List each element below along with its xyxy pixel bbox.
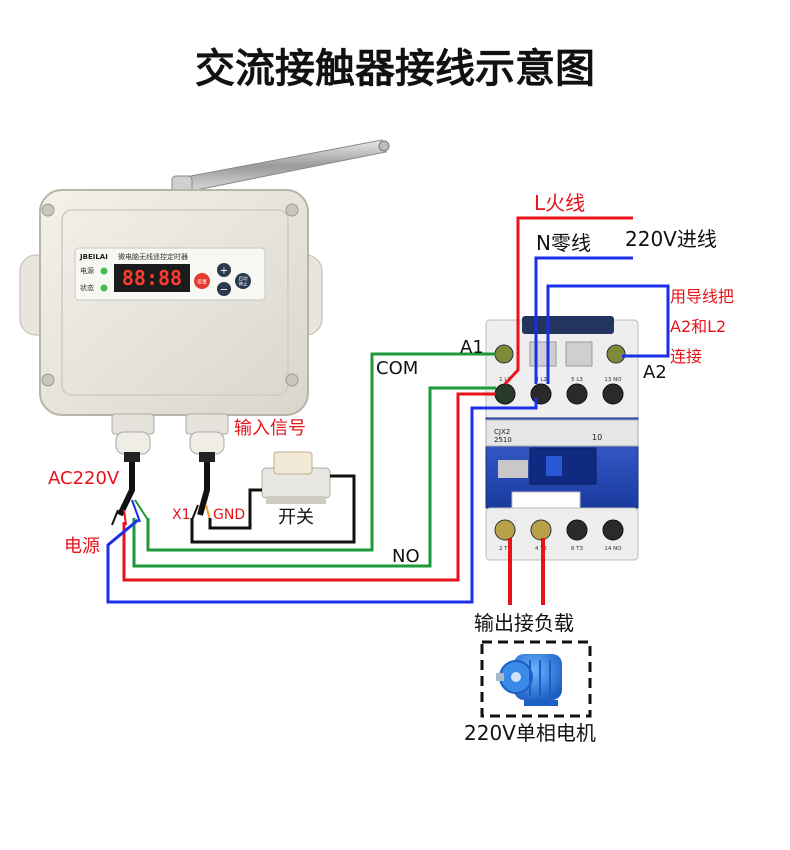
screw-icon [285, 373, 299, 387]
antenna [179, 139, 387, 193]
label-jumper-note-1: 用导线把 [670, 287, 734, 306]
contactor: CJX2 2510 10 1 L1 3 L2 5 L3 13 NO 2 T1 4… [485, 316, 639, 561]
label-incoming-220v: 220V进线 [625, 227, 717, 251]
screw-icon [285, 203, 299, 217]
power-cable [117, 462, 135, 517]
terminal-label: 6 T3 [571, 546, 584, 552]
label-l-live: L火线 [534, 191, 585, 215]
label-no: NO [392, 546, 420, 567]
set-button[interactable] [194, 273, 210, 289]
wire-power-neutral [106, 398, 538, 604]
terminal-14no[interactable] [602, 519, 624, 541]
terminal-a2[interactable] [606, 344, 626, 364]
terminal-l2[interactable] [530, 383, 552, 405]
terminal-t1[interactable] [494, 519, 516, 541]
model-label: 微电脑无线遥控定时器 [118, 252, 188, 261]
wire-neutral-in [534, 256, 633, 384]
screw-icon [41, 203, 55, 217]
label-jumper-note-2: A2和L2 [670, 317, 726, 336]
power-led-label: 电源 [80, 266, 94, 275]
timer-case [39, 189, 309, 416]
wire-power-live [122, 392, 496, 582]
power-led-icon [100, 267, 108, 275]
label-output-load: 输出接负载 [474, 611, 574, 635]
display-digits: 88:88 [122, 266, 182, 290]
wire-switch [190, 474, 356, 544]
wire-live-in [503, 216, 633, 386]
status-led-icon [100, 284, 108, 292]
label-jumper-note-3: 连接 [670, 347, 702, 366]
label-motor: 220V单相电机 [464, 721, 596, 745]
cable-gland-left [111, 413, 155, 462]
wire-com [146, 352, 496, 552]
contactor-model: CJX2 [494, 428, 510, 436]
label-gnd: GND [213, 507, 245, 523]
label-com: COM [376, 358, 418, 379]
contactor-top [485, 319, 639, 421]
label-power: 电源 [64, 536, 100, 557]
led-display [114, 264, 190, 292]
label-switch: 开关 [278, 507, 314, 528]
motor-icon [496, 654, 562, 706]
plus-icon: + [220, 266, 228, 277]
label-input-signal: 输入信号 [234, 418, 306, 439]
terminal-t2[interactable] [530, 519, 552, 541]
start-stop-button[interactable] [235, 273, 251, 289]
brand-label: JBEILAI [79, 253, 108, 261]
plus-button[interactable] [217, 263, 231, 277]
minus-icon: − [220, 285, 228, 296]
terminal-label: 2 T1 [499, 546, 511, 552]
set-button-label: 设置 [197, 279, 207, 286]
terminal-l1[interactable] [494, 383, 516, 405]
contactor-bottom [485, 507, 639, 561]
svg-text:停止: 停止 [239, 281, 248, 288]
minus-button[interactable] [217, 282, 231, 296]
terminal-label: 3 L2 [535, 377, 547, 383]
terminal-label: 5 L3 [571, 377, 583, 383]
terminal-label: 1 L1 [499, 377, 511, 383]
terminal-t3[interactable] [566, 519, 588, 541]
screw-icon [41, 373, 55, 387]
label-n-neutral: N零线 [536, 231, 591, 255]
signal-cable [197, 462, 210, 516]
timer-device: JBEILAI 微电脑无线遥控定时器 电源 状态 88:88 设置 + − 启动… [19, 139, 390, 462]
terminal-l3[interactable] [566, 383, 588, 405]
label-x1: X1 [172, 507, 191, 523]
wire-jumper-a2-l2 [546, 284, 670, 384]
svg-text:2510: 2510 [494, 436, 512, 444]
start-stop-label: 启动 [239, 275, 248, 282]
terminal-13no[interactable] [602, 383, 624, 405]
push-switch[interactable] [261, 451, 331, 504]
terminal-a1[interactable] [494, 344, 514, 364]
cable-gland-right [185, 413, 229, 462]
wire-no [132, 386, 496, 568]
contactor-rating: 10 [592, 433, 602, 442]
label-a1: A1 [460, 337, 484, 358]
label-ac220v: AC220V [48, 468, 120, 489]
motor-box [480, 640, 592, 718]
terminal-label: 14 NO [604, 546, 622, 552]
page-title: 交流接触器接线示意图 [195, 46, 595, 92]
status-led-label: 状态 [80, 283, 94, 292]
label-a2: A2 [643, 362, 667, 383]
terminal-label: 13 NO [604, 377, 622, 383]
